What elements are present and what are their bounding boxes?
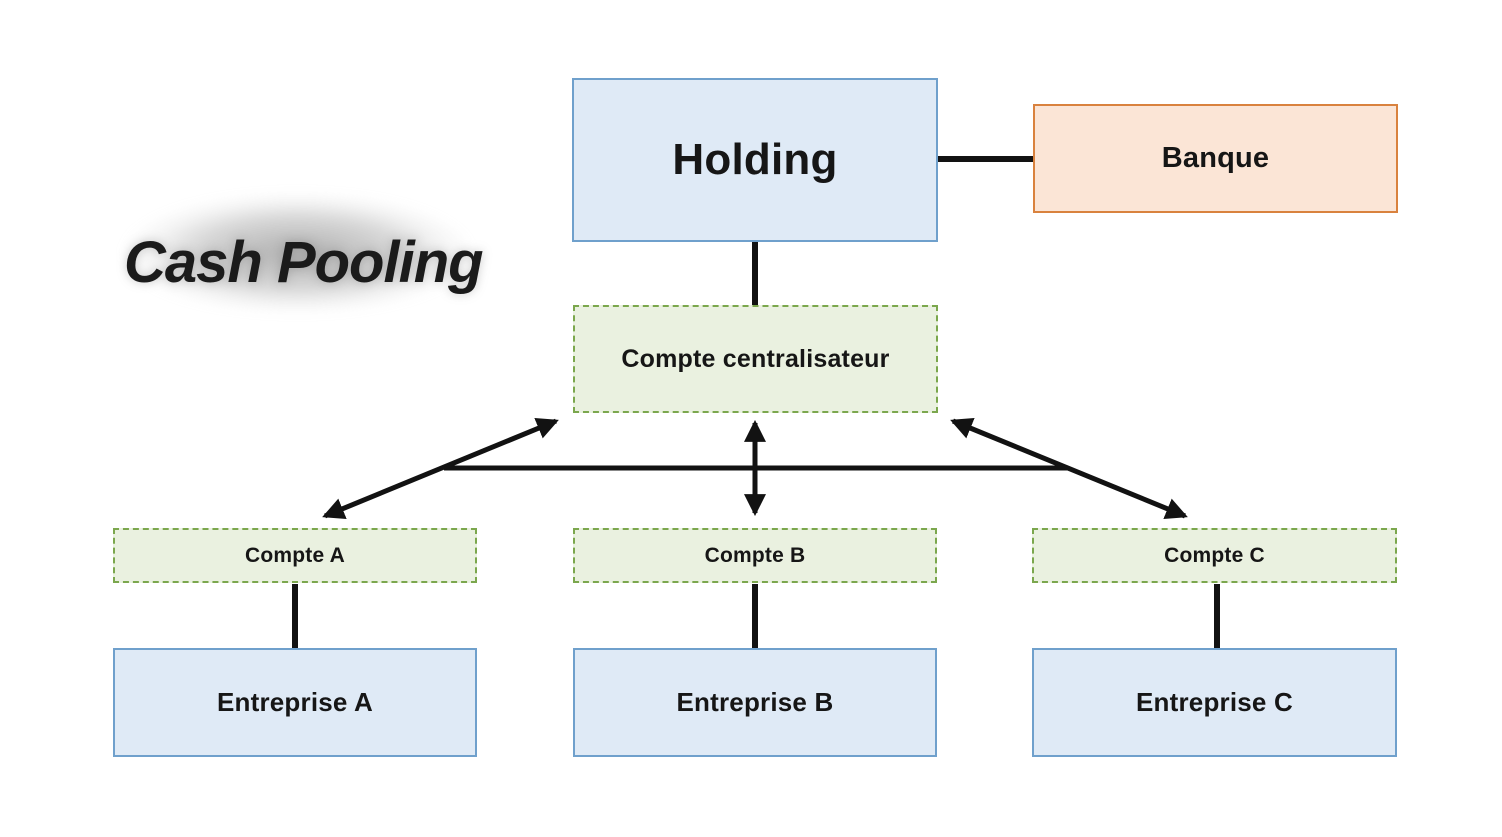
- node-compte-a: Compte A: [113, 528, 477, 583]
- node-compte-b: Compte B: [573, 528, 937, 583]
- node-banque: Banque: [1033, 104, 1398, 213]
- title-glow: [85, 190, 510, 330]
- node-entreprise-b-label: Entreprise B: [676, 687, 834, 717]
- node-entreprise-c-label: Entreprise C: [1135, 687, 1293, 717]
- node-entreprise-a-label: Entreprise A: [216, 687, 374, 717]
- node-compte-b-label: Compte B: [704, 543, 806, 567]
- diagram-title: Cash Pooling: [124, 230, 484, 295]
- node-entreprise-c: Entreprise C: [1032, 648, 1397, 757]
- node-compte-a-label: Compte A: [245, 543, 345, 567]
- node-entreprise-a: Entreprise A: [113, 648, 477, 757]
- node-compte-c: Compte C: [1032, 528, 1397, 583]
- node-compte-centralisateur: Compte centralisateur: [573, 305, 938, 413]
- node-compte-centralisateur-label: Compte centralisateur: [621, 344, 890, 373]
- node-entreprise-b: Entreprise B: [573, 648, 937, 757]
- node-holding-label: Holding: [672, 135, 838, 184]
- node-holding: Holding: [572, 78, 938, 242]
- arrow-centralisateur-compte-a: [322, 418, 559, 519]
- node-banque-label: Banque: [1161, 142, 1270, 174]
- node-compte-c-label: Compte C: [1164, 543, 1265, 567]
- arrow-centralisateur-compte-c: [950, 417, 1188, 520]
